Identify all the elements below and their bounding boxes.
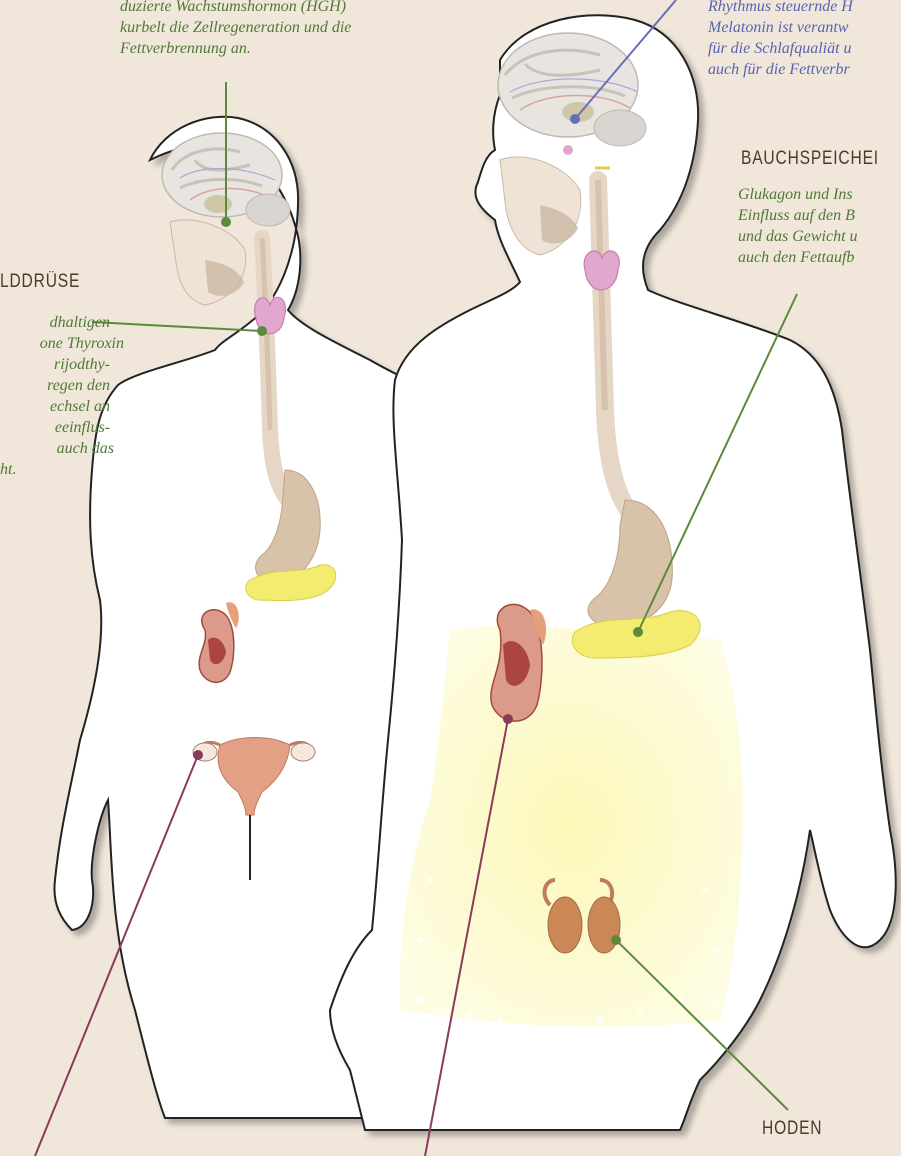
pancreas-heading: BAUCHSPEICHEI xyxy=(741,148,879,170)
male-fat-layer xyxy=(400,626,743,1027)
melatonin-description: Rhythmus steuernde H Melatonin ist veran… xyxy=(708,0,853,80)
hgh-description: duzierte Wachstumshormon (HGH) kurbelt d… xyxy=(120,0,351,59)
pancreas-description: Glukagon und Ins Einfluss auf den B und … xyxy=(738,184,858,268)
thyroid-leader-line xyxy=(92,322,262,331)
thyroid-heading: LDDRÜSE xyxy=(0,271,80,293)
testes-heading: HODEN xyxy=(762,1118,822,1140)
thyroid-description: dhaltigen one Thyroxin rijodthy- regen d… xyxy=(0,312,110,480)
male-figure xyxy=(330,15,896,1130)
